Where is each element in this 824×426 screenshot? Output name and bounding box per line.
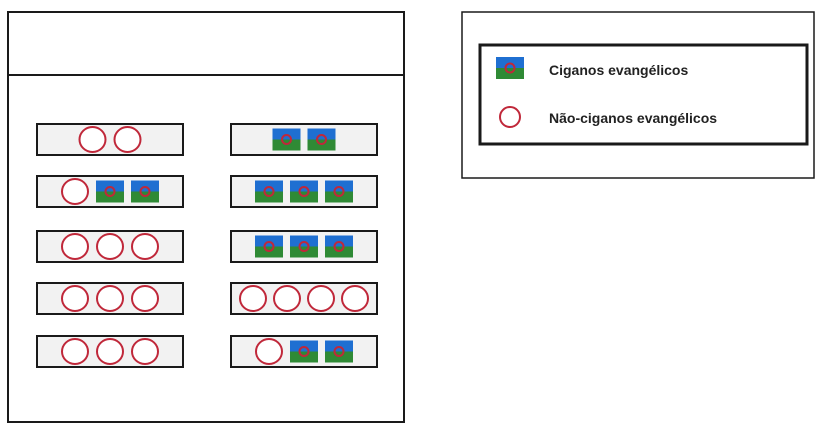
cigano-flag-icon xyxy=(272,128,301,151)
nao-cigano-circle-icon xyxy=(255,338,283,365)
nao-cigano-circle-icon xyxy=(307,285,335,312)
nao-cigano-circle-icon xyxy=(273,285,301,312)
cigano-flag-icon xyxy=(325,180,353,203)
nao-cigano-circle-icon xyxy=(113,126,142,153)
cigano-flag-icon xyxy=(307,128,336,151)
nao-cigano-circle-icon xyxy=(131,233,159,260)
cigano-flag-icon xyxy=(325,340,353,363)
nao-cigano-circle-icon xyxy=(341,285,369,312)
pew-right-5 xyxy=(230,335,378,368)
roma-flag-icon xyxy=(496,57,524,79)
cigano-flag-icon xyxy=(255,235,283,258)
pew-left-1 xyxy=(36,123,184,156)
cigano-flag-icon xyxy=(290,340,318,363)
legend-label-nao-ciganos: Não-ciganos evangélicos xyxy=(549,110,717,126)
pew-right-1 xyxy=(230,123,378,156)
nao-cigano-circle-icon xyxy=(61,285,89,312)
legend-label-ciganos: Ciganos evangélicos xyxy=(549,62,688,78)
cigano-flag-icon xyxy=(290,180,318,203)
nao-cigano-circle-icon xyxy=(96,338,124,365)
pew-bench xyxy=(230,123,378,156)
pew-right-4 xyxy=(230,282,378,315)
pew-left-4 xyxy=(36,282,184,315)
legend-inner-box xyxy=(478,43,809,146)
legend: Ciganos evangélicos Não-ciganos evangéli… xyxy=(461,11,815,179)
nao-cigano-circle-icon xyxy=(78,126,107,153)
nao-cigano-circle-icon xyxy=(96,285,124,312)
cigano-flag-icon xyxy=(96,180,124,203)
pew-bench xyxy=(36,123,184,156)
cigano-flag-icon xyxy=(255,180,283,203)
pew-left-5 xyxy=(36,335,184,368)
pew-right-2 xyxy=(230,175,378,208)
pews xyxy=(36,123,378,368)
pew-left-3 xyxy=(36,230,184,263)
nao-cigano-circle-icon xyxy=(239,285,267,312)
cigano-flag-icon xyxy=(290,235,318,258)
nao-cigano-circle-icon xyxy=(61,178,89,205)
nao-cigano-circle-icon xyxy=(96,233,124,260)
nao-cigano-circle-icon xyxy=(131,338,159,365)
pew-left-2 xyxy=(36,175,184,208)
pew-right-3 xyxy=(230,230,378,263)
circle-icon xyxy=(499,106,521,128)
nao-cigano-circle-icon xyxy=(131,285,159,312)
cigano-flag-icon xyxy=(131,180,159,203)
nao-cigano-circle-icon xyxy=(61,338,89,365)
nao-cigano-circle-icon xyxy=(61,233,89,260)
cigano-flag-icon xyxy=(325,235,353,258)
